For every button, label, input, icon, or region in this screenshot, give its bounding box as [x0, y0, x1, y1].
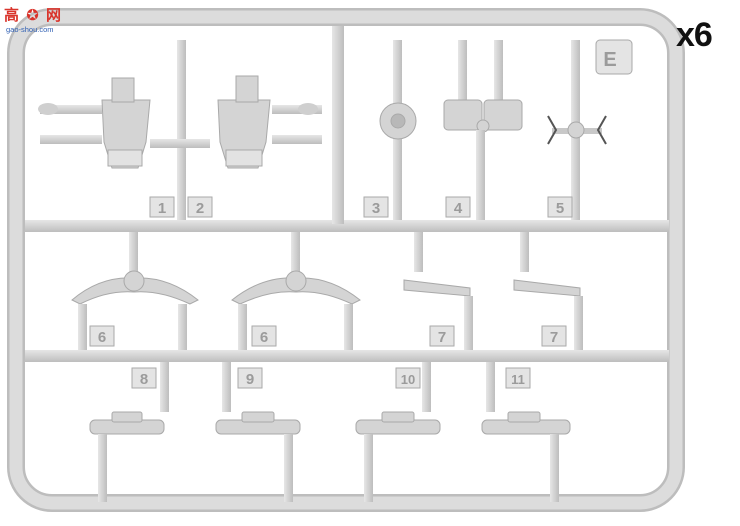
part-number: 2 — [196, 200, 204, 217]
part-number: 4 — [454, 200, 463, 217]
sprue-runners — [25, 26, 669, 362]
site-logo: 高 ✪ 网 — [4, 6, 63, 24]
parts-1-2 — [38, 40, 322, 220]
part-number: 10 — [401, 372, 415, 387]
part-number: 6 — [98, 329, 106, 346]
site-url: gao-shou.com — [6, 25, 54, 34]
part-number: 6 — [260, 329, 268, 346]
part-number: 8 — [140, 371, 148, 388]
watermark: 高 ✪ 网 gao-shou.com — [4, 4, 84, 40]
part-number: 7 — [438, 329, 446, 346]
quantity-multiplier: x6 — [676, 16, 713, 54]
parts-6-7 — [71, 232, 583, 350]
frame-code: E — [603, 49, 616, 71]
part-number: 11 — [511, 372, 525, 387]
part-number-labels: 1 2 3 4 5 6 6 7 7 8 9 10 11 E — [98, 49, 617, 388]
part-number: 9 — [246, 371, 254, 388]
part-number: 7 — [550, 329, 558, 346]
part-number: 1 — [158, 200, 166, 217]
part-number: 3 — [372, 200, 380, 217]
sprue-frame — [7, 8, 685, 512]
parts-8-11 — [89, 362, 571, 502]
part-number: 5 — [556, 200, 564, 217]
parts-3-4-5 — [363, 39, 633, 220]
